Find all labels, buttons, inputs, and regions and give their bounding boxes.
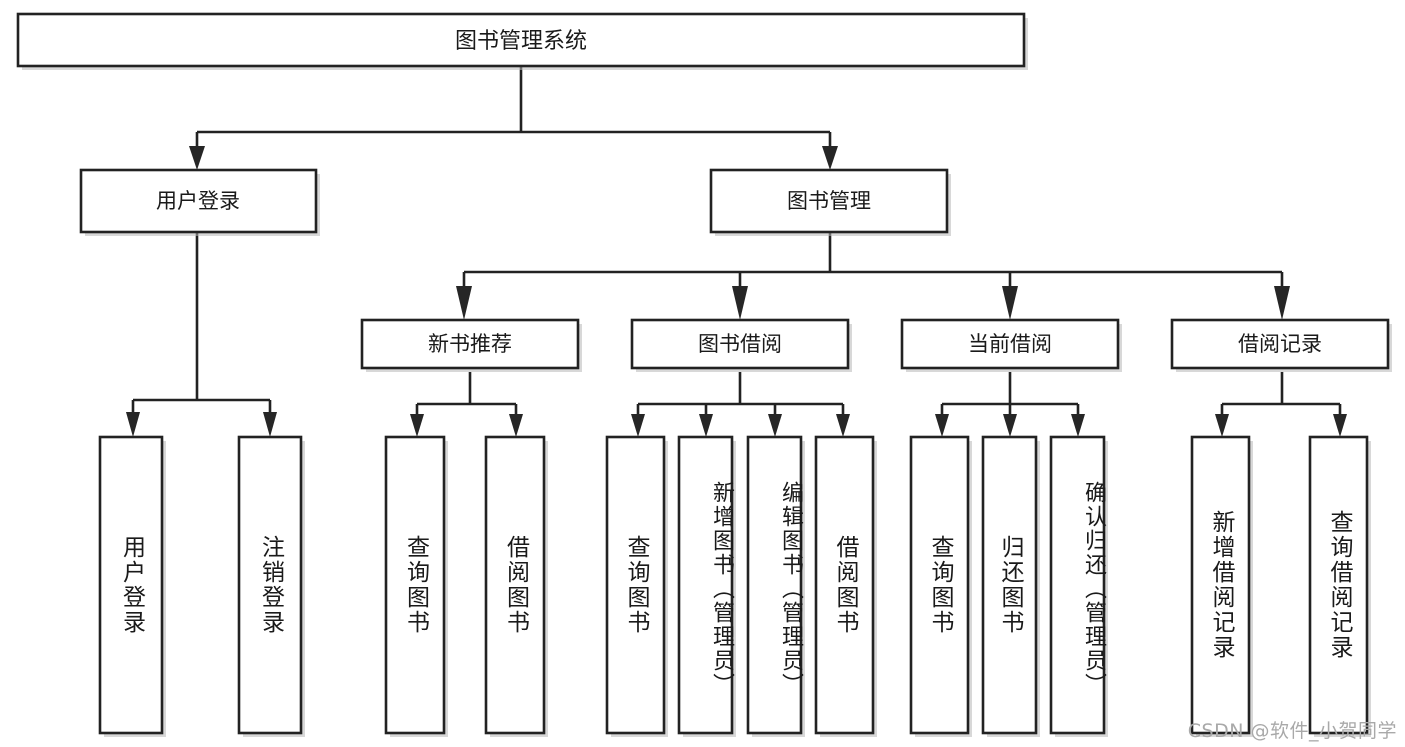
arrow-leaf-user-login xyxy=(126,412,140,437)
root-label: 图书管理系统 xyxy=(455,29,587,54)
arrow-br-leaf-query-record xyxy=(1333,414,1347,437)
leaf-node-bb-query-book[interactable] xyxy=(605,435,668,737)
arrow-to-book-borrow xyxy=(732,286,748,320)
leaf-cb-return-rect xyxy=(981,435,1038,735)
leaf-node-cb-query-book[interactable] xyxy=(909,435,972,737)
arrow-to-user-login xyxy=(189,146,205,170)
leaf-node-nb-query-book[interactable] xyxy=(384,435,448,737)
connector-layer xyxy=(126,66,1347,437)
node-book-borrow[interactable]: 图书借阅 xyxy=(630,318,852,372)
leaf-node-cb-confirm-return[interactable] xyxy=(1049,435,1108,737)
leaf-br-query-rect xyxy=(1308,435,1369,735)
leaf-logout-login-rect xyxy=(237,435,303,735)
arrow-to-borrow-record xyxy=(1274,286,1290,320)
user-login-label: 用户登录 xyxy=(156,189,240,213)
current-borrow-label: 当前借阅 xyxy=(968,332,1052,356)
user-login-rect xyxy=(79,168,318,234)
new-book-recommend-label: 新书推荐 xyxy=(428,332,512,356)
watermark-text: CSDN @软件_小贺同学 xyxy=(1187,720,1397,742)
book-management-label: 图书管理 xyxy=(787,189,871,213)
borrow-record-label: 借阅记录 xyxy=(1238,332,1322,356)
leaf-node-logout-login[interactable] xyxy=(237,435,305,737)
leaf-bb-borrow-rect xyxy=(814,435,875,735)
node-new-book-recommend[interactable]: 新书推荐 xyxy=(360,318,582,372)
node-current-borrow[interactable]: 当前借阅 xyxy=(900,318,1122,372)
arrow-cb-leaf-return-book xyxy=(1003,414,1017,437)
leaf-user-login-rect xyxy=(98,435,164,735)
borrow-record-rect xyxy=(1170,318,1390,370)
arrow-nb-leaf-borrow-book xyxy=(509,414,523,437)
book-management-rect xyxy=(709,168,949,234)
current-borrow-rect xyxy=(900,318,1120,370)
book-borrow-label: 图书借阅 xyxy=(698,332,782,356)
arrow-cb-leaf-query-book xyxy=(935,414,949,437)
arrow-to-current-borrow xyxy=(1002,286,1018,320)
leaf-bb-query-rect xyxy=(605,435,666,735)
leaf-node-nb-borrow-book[interactable] xyxy=(484,435,548,737)
arrow-nb-leaf-query-book xyxy=(410,414,424,437)
arrow-bb-leaf-edit-book xyxy=(768,414,782,437)
arrow-cb-leaf-confirm-return xyxy=(1071,414,1085,437)
leaf-cb-confirm-rect xyxy=(1049,435,1106,735)
leaf-node-br-add-record[interactable] xyxy=(1190,435,1253,737)
leaf-node-cb-return-book[interactable] xyxy=(981,435,1040,737)
leaf-node-bb-borrow-book[interactable] xyxy=(814,435,877,737)
leaf-bb-edit-rect xyxy=(746,435,803,735)
leaf-bb-add-rect xyxy=(677,435,734,735)
leaf-cb-query-rect xyxy=(909,435,970,735)
node-book-management[interactable]: 图书管理 xyxy=(709,168,951,236)
root-rect xyxy=(16,12,1026,68)
node-user-login[interactable]: 用户登录 xyxy=(79,168,320,236)
leaf-node-bb-edit-book[interactable] xyxy=(746,435,805,737)
leaf-node-bb-add-book[interactable] xyxy=(677,435,736,737)
book-borrow-rect xyxy=(630,318,850,370)
arrow-to-book-mgmt xyxy=(822,146,838,170)
leaf-nb-borrow-rect xyxy=(484,435,546,735)
leaf-node-br-query-record[interactable] xyxy=(1308,435,1371,737)
arrow-bb-leaf-query-book xyxy=(631,414,645,437)
leaf-node-user-login[interactable] xyxy=(98,435,166,737)
node-borrow-record[interactable]: 借阅记录 xyxy=(1170,318,1392,372)
leaf-br-add-rect xyxy=(1190,435,1251,735)
new-book-recommend-rect xyxy=(360,318,580,370)
arrow-bb-leaf-add-book xyxy=(699,414,713,437)
arrow-to-new-book xyxy=(456,286,472,320)
arrow-leaf-logout-login xyxy=(263,412,277,437)
arrow-bb-leaf-borrow-book xyxy=(836,414,850,437)
arrow-br-leaf-add-record xyxy=(1215,414,1229,437)
node-root[interactable]: 图书管理系统 xyxy=(16,12,1028,70)
leaf-nb-query-rect xyxy=(384,435,446,735)
